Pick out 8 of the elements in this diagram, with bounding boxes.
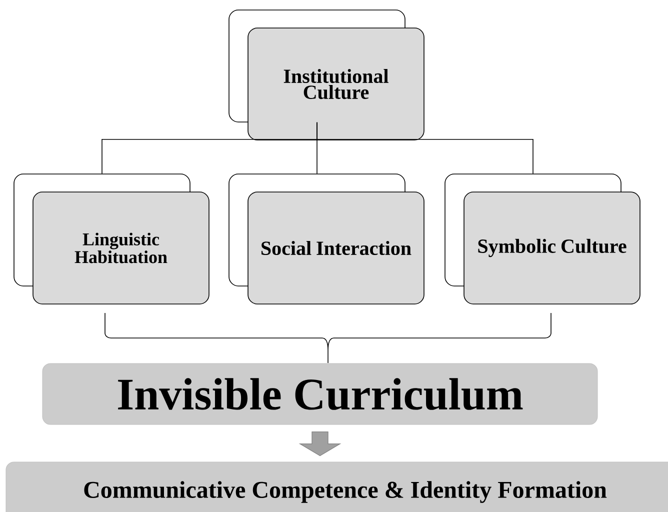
banner-box: Invisible Curriculum: [42, 363, 598, 425]
block-arrow: [298, 431, 342, 456]
stacked-box: Social Interaction: [228, 174, 424, 304]
stacked-box: Institutional Culture: [228, 10, 424, 140]
stacked-box: Linguistic Habituation: [14, 174, 210, 304]
connector-line: [316, 122, 534, 174]
stacked-box: Symbolic Culture: [444, 174, 640, 304]
banner-box: Communicative Competence & Identity Formation: [6, 462, 668, 512]
